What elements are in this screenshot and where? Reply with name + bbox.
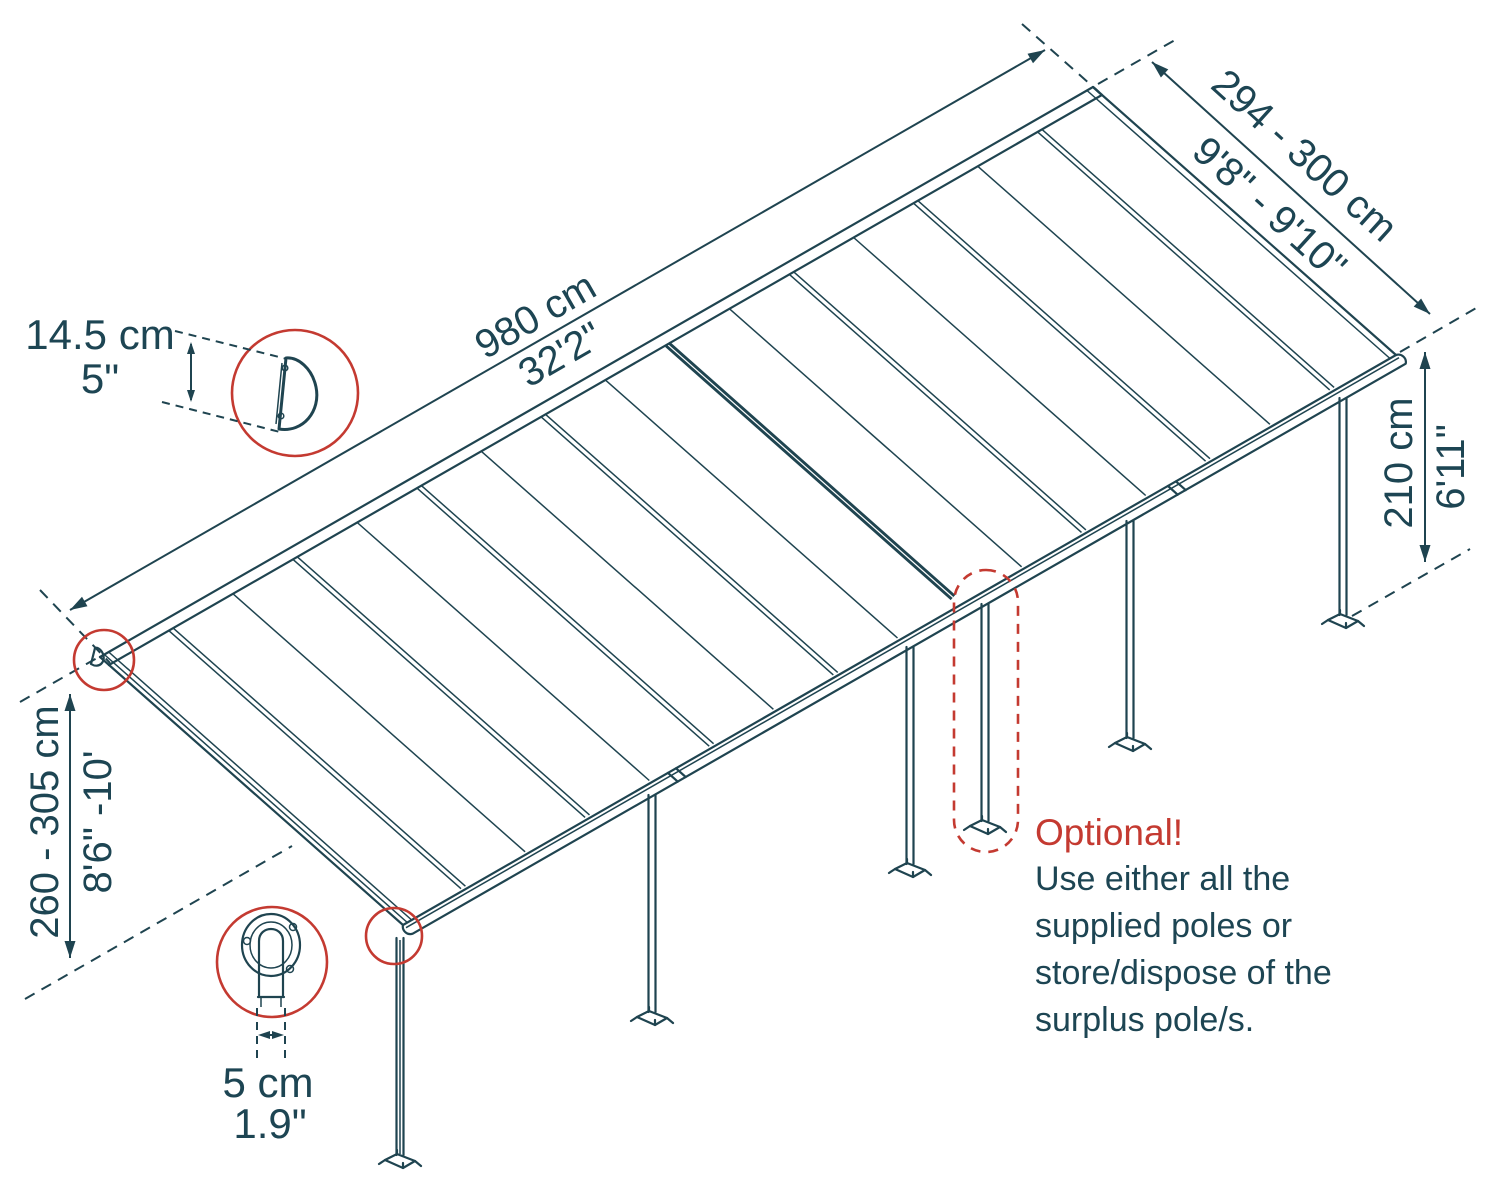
panel-line [729,308,1023,568]
pole-diameter-imperial-label: 1.9" [233,1100,306,1147]
panel-line [853,236,1147,497]
rafter [416,485,715,747]
right-rafter [1086,85,1398,360]
back-beam [89,85,1104,667]
height-metric-label: 210 cm [1377,397,1421,528]
roof-panel-lines [168,128,1335,890]
pole-base [887,857,933,879]
joint-rafter [665,341,956,601]
d-profile-icon [275,356,319,431]
corner-callout-circle [364,906,424,966]
gutter-profile-detail: 14.5 cm 5" [25,311,360,692]
arrowhead [70,596,88,610]
optional-pole [962,602,1008,836]
rafter [788,271,1087,533]
arrowhead [1419,545,1431,562]
width-dimension: 980 cm 32'2" [39,23,1100,664]
side-rafter [98,651,413,927]
optional-line-2: supplied poles or [1035,907,1292,945]
corner-callout-circle [72,628,136,692]
pole-5 [1320,396,1366,630]
optional-title: Optional! [1035,812,1183,853]
arrowhead [1419,352,1431,369]
panel-line [232,593,526,853]
panel-line [604,379,898,639]
optional-note: Optional! Use either all the supplied po… [952,568,1332,1039]
detail-circle [215,905,329,1019]
clearance-imperial-label: 8'6" -10' [76,751,120,894]
rafter [168,627,466,890]
gutter-joint [1166,480,1187,496]
panel-line [977,165,1271,425]
optional-line-1: Use either all the [1035,860,1290,898]
arrowhead [272,1031,284,1039]
optional-pole-outline [952,568,1020,854]
clearance-metric-label: 260 - 305 cm [23,705,67,938]
pole-base [1107,731,1153,753]
optional-line-4: surplus pole/s. [1035,1001,1254,1039]
detail-circle [230,328,360,458]
clearance-dimension: 260 - 305 cm 8'6" -10' [19,653,293,1000]
height-imperial-label: 6'11" [1429,424,1473,510]
arrowhead [1413,298,1430,314]
panel-line [356,521,650,782]
depth-dimension: 294 - 300 cm 9'8" - 9'10" [1097,39,1479,353]
gutter-joint [666,767,687,783]
rafter [292,556,590,818]
profile-metric-label: 14.5 cm [25,311,174,358]
optional-line-3: store/dispose of the [1035,954,1332,992]
rafter [913,200,1211,462]
rafter [1037,128,1335,391]
pole-3 [887,645,933,879]
pole-base [962,814,1008,836]
pole-diameter-detail: 5 cm 1.9" [215,905,424,1147]
arrowhead [258,1031,270,1039]
gutter-beam [401,353,1407,936]
profile-imperial-label: 5" [81,355,119,402]
pole-4 [1107,519,1153,753]
arrowhead [64,941,76,958]
pole-base [629,1005,675,1027]
pole-1 [377,936,423,1170]
arrowhead [187,342,195,354]
height-dimension: 210 cm 6'11" [1351,352,1473,617]
pole-diameter-metric-label: 5 cm [222,1059,313,1106]
pole-2 [629,793,675,1027]
arrowhead [1152,62,1169,78]
arrowhead [64,694,76,711]
arrowhead [187,390,195,402]
arrowhead [1027,50,1045,64]
panel-line [480,450,774,710]
pole-connector-icon [240,912,302,1007]
rafter [540,413,839,676]
